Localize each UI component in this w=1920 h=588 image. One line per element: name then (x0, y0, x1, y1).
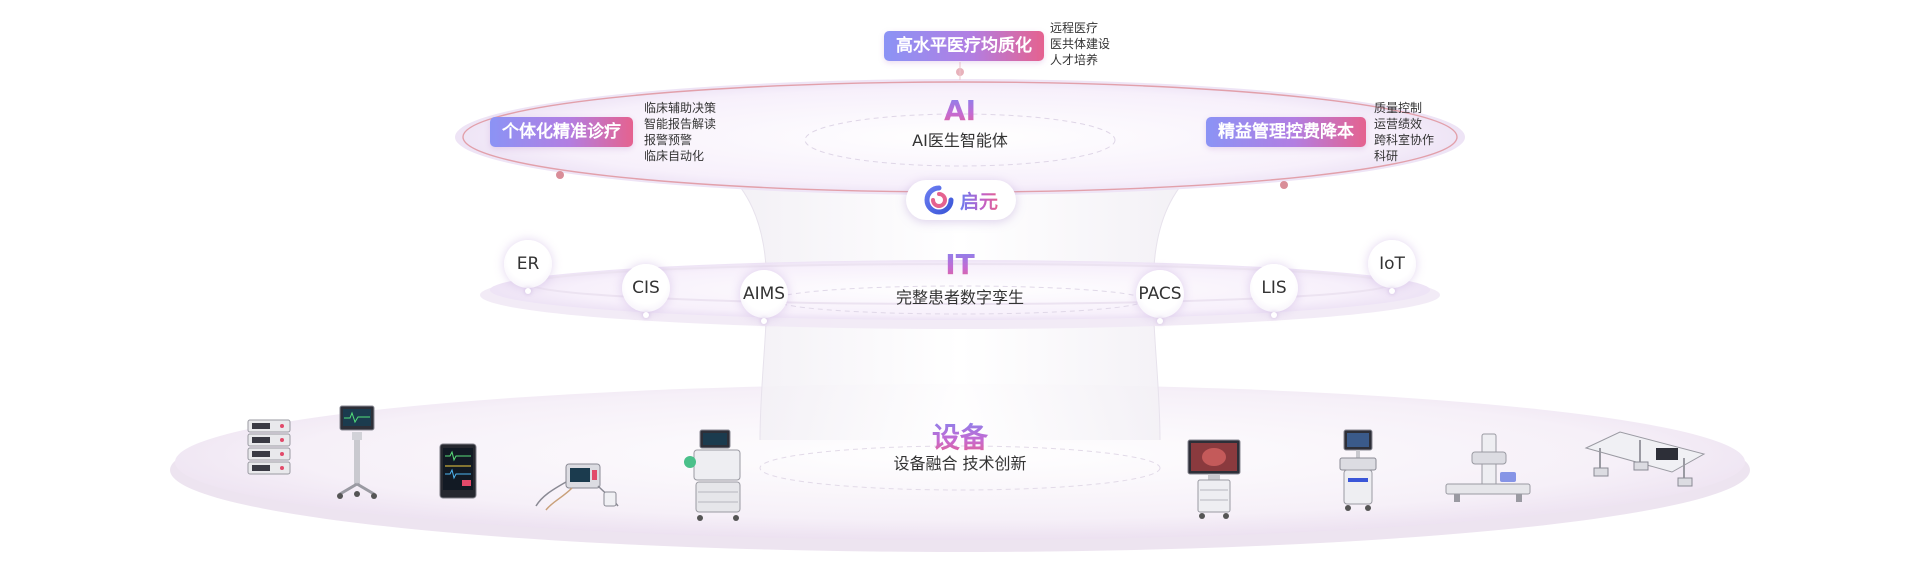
list-item: 报警预警 (644, 133, 693, 147)
it-node-cis: CIS (622, 264, 670, 318)
it-layer-title: IT (900, 248, 1020, 281)
it-node-label: CIS (632, 278, 660, 298)
it-node-label: IoT (1379, 254, 1405, 274)
it-node-label: LIS (1261, 278, 1287, 298)
portable-monitor-with-cables-icon (535, 463, 619, 511)
it-node-lis: LIS (1250, 264, 1298, 318)
list-item: 智能报告解读 (644, 117, 717, 131)
ai-ring (455, 79, 1465, 195)
list-item: 临床辅助决策 (644, 101, 717, 115)
it-node-iot: IoT (1368, 240, 1416, 294)
ai-layer-subtitle: AI医生智能体 (912, 131, 1008, 150)
left-goal-pill: 个体化精准诊疗 (490, 117, 633, 147)
it-node-aims: AIMS (740, 270, 788, 324)
monitor-on-cart-icon (337, 405, 377, 499)
ceiling-pendant-system-icon (1584, 431, 1706, 487)
it-node-pacs: PACS (1136, 270, 1184, 324)
device-layer-subtitle: 设备融合 技术创新 (893, 454, 1027, 473)
left-goal-items: 临床辅助决策 智能报告解读 报警预警 临床自动化 (644, 100, 716, 164)
x-ray-system-icon (1445, 433, 1531, 502)
right-goal-items: 质量控制 运营绩效 跨科室协作 科研 (1374, 100, 1434, 164)
endoscopy-tower-icon (1187, 439, 1241, 519)
it-node-label: AIMS (742, 284, 786, 304)
list-item: 远程医疗 (1050, 21, 1099, 35)
ai-layer-title: AI (900, 94, 1020, 127)
list-item: 运营绩效 (1374, 117, 1423, 131)
brand-name: 启元 (960, 187, 998, 214)
top-goal-pill: 高水平医疗均质化 (884, 31, 1044, 61)
list-item: 跨科室协作 (1374, 133, 1435, 147)
top-goal-items: 远程医疗 医共体建设 人才培养 (1050, 20, 1110, 68)
device-layer-title: 设备 (900, 416, 1020, 456)
qiyuan-logo-icon (924, 185, 954, 215)
bedside-monitor-icon (439, 443, 477, 499)
brand-badge: 启元 (906, 180, 1016, 220)
anesthesia-machine-icon (684, 429, 741, 521)
it-node-er: ER (504, 240, 552, 294)
list-item: 人才培养 (1050, 53, 1099, 67)
it-layer-subtitle: 完整患者数字孪生 (895, 288, 1024, 307)
it-node-label: PACS (1138, 284, 1182, 304)
list-item: 医共体建设 (1050, 37, 1111, 51)
it-node-label: ER (516, 254, 540, 274)
list-item: 科研 (1374, 149, 1399, 163)
right-goal-pill: 精益管理控费降本 (1206, 117, 1366, 147)
ultrasound-machine-icon (1339, 429, 1377, 511)
list-item: 质量控制 (1374, 101, 1423, 115)
list-item: 临床自动化 (644, 149, 705, 163)
patient-monitor-rack-icon (247, 419, 291, 475)
